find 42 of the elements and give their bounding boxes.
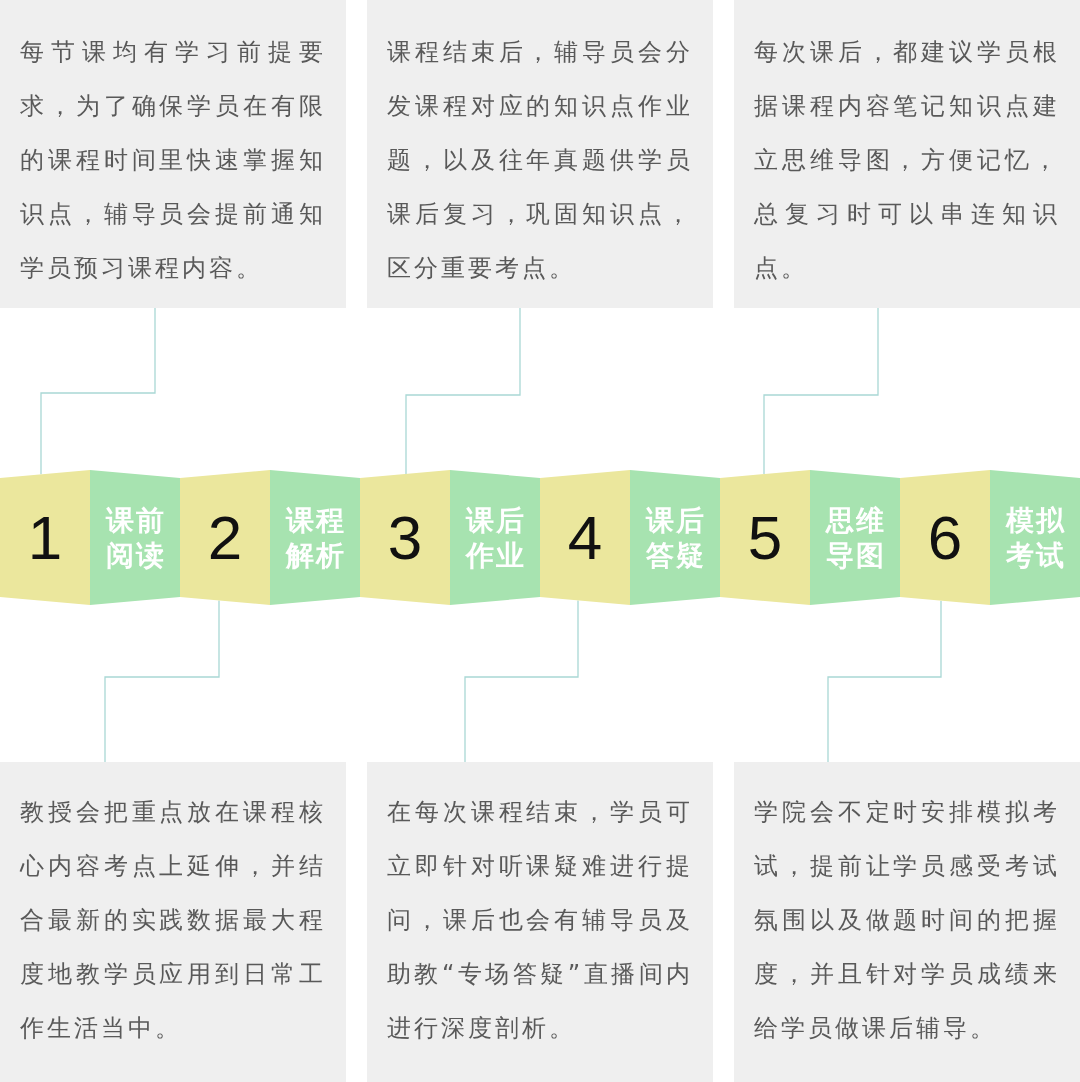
info-text: 学院会不定时安排模拟考试，提前让学员感受考试氛围以及做题时间的把握度，并且针对学员成绩来给学员做课后辅导。: [754, 797, 1060, 1044]
step-number: 1: [27, 506, 63, 569]
info-card: [0, 762, 346, 1082]
info-card: [734, 0, 1080, 308]
step-title: 思维导图: [824, 502, 886, 573]
title-panel: [990, 470, 1080, 605]
step-title: 课后作业: [464, 502, 526, 573]
connector-line: [104, 599, 220, 763]
step-number: 5: [747, 506, 783, 569]
title-panel: [270, 470, 360, 605]
info-text: 在每次课程结束，学员可立即针对听课疑难进行提问，课后也会有辅导员及助教“专场答疑”直播间内进行深度剖析。: [387, 797, 693, 1044]
title-panel: [90, 470, 180, 605]
number-panel: [360, 470, 450, 605]
number-panel: [540, 470, 630, 605]
step-number: 6: [927, 506, 963, 569]
step-number: 3: [387, 506, 423, 569]
info-text: 课程结束后，辅导员会分发课程对应的知识点作业题，以及往年真题供学员课后复习，巩固知识点，区分重要考点。: [387, 37, 693, 284]
info-card: [734, 762, 1080, 1082]
connector-line: [40, 307, 156, 475]
step-title: 课前阅读: [104, 502, 166, 573]
step-number: 4: [567, 506, 603, 569]
connector-line: [763, 307, 879, 475]
connector-line: [405, 307, 521, 475]
info-card: [0, 0, 346, 308]
number-panel: [720, 470, 810, 605]
title-panel: [630, 470, 720, 605]
step-number: 2: [207, 506, 243, 569]
number-panel: [0, 470, 90, 605]
info-text: 每次课后，都建议学员根据课程内容笔记知识点建立思维导图，方便记忆，总复习时可以串连知识点。: [754, 37, 1060, 284]
title-panel: [450, 470, 540, 605]
connector-line: [827, 600, 942, 763]
title-panel: [810, 470, 900, 605]
info-text: 每节课均有学习前提要求，为了确保学员在有限的课程时间里快速掌握知识点，辅导员会提前通知学员预习课程内容。: [20, 37, 326, 284]
info-text: 教授会把重点放在课程核心内容考点上延伸，并结合最新的实践数据最大程度地教学员应用到日常工作生活当中。: [20, 797, 326, 1044]
step-title: 模拟考试: [1004, 502, 1066, 573]
number-panel: [900, 470, 990, 605]
info-card: [367, 0, 713, 308]
number-panel: [180, 470, 270, 605]
step-title: 课后答疑: [644, 502, 706, 573]
connector-line: [464, 599, 579, 763]
info-card: [367, 762, 713, 1082]
step-title: 课程解析: [284, 502, 346, 573]
